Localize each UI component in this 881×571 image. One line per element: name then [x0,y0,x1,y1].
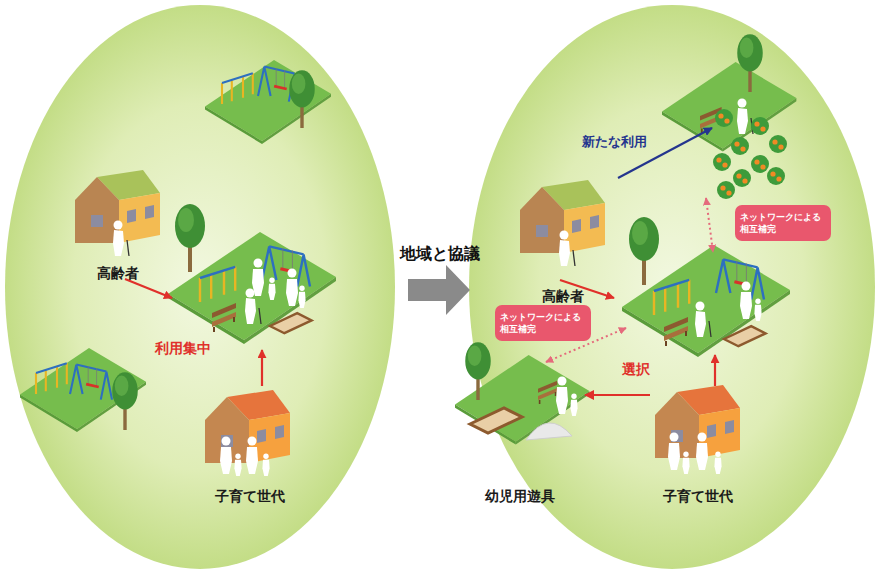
person [740,282,752,320]
swing [262,246,310,286]
sandbox [270,313,312,333]
elderly-person [113,221,129,257]
park-ground [168,232,336,344]
usage-label: 利用集中 [138,340,228,357]
flower-bed [769,135,787,153]
person [252,259,264,297]
flower-bed [767,167,785,185]
flower-bed [715,109,733,127]
node-text: 高齢者 [97,265,139,282]
monkey-bars [36,363,67,394]
child [754,299,761,322]
flower-bed [713,153,731,171]
elderly-person [245,289,261,325]
swing [716,259,764,299]
flower-bed [731,137,749,155]
new-use-label: 新たな利用 [569,134,659,150]
park [455,342,589,444]
park [662,34,796,199]
flower-bed [733,169,751,187]
node-text: 高齢者 [542,288,584,305]
person [556,377,568,415]
transition-arrow [408,265,470,315]
park [20,348,146,432]
person [246,437,258,475]
area-oval [469,5,875,569]
park-label-box: 幼児用遊具 [455,345,585,505]
bench [538,381,557,404]
child [682,452,689,475]
house-label-box: 高齢者 [70,160,165,282]
elderly-person [737,99,753,135]
child [714,452,721,475]
person [220,437,232,475]
park [205,60,331,144]
swing [70,365,112,400]
usage-arrow [261,350,263,386]
area-oval [5,5,395,569]
monkey-bars [222,73,253,104]
node-text: 子育て世代 [215,488,285,505]
node-text: ネットワークによる 相互補完 [500,311,586,335]
monkey-bars [654,280,689,315]
node-text: 子育て世代 [663,488,733,505]
transition-label: 地域と協議 [396,244,484,263]
child [234,454,241,477]
park-ground [20,348,146,432]
person [696,433,708,471]
usage-arrow [714,355,716,386]
bench [212,303,236,332]
child [298,286,305,309]
house-label-box: 子育て世代 [650,380,745,505]
tree [175,204,205,272]
elderly-person [559,231,575,267]
bench [664,317,688,346]
elderly-person [695,302,711,338]
park [168,204,336,344]
tree [629,217,659,285]
sandbox [470,408,522,433]
choice-arrow [585,394,650,396]
park-ground [622,245,790,357]
child [262,454,269,477]
node-text: 幼児用遊具 [485,488,555,505]
person [668,433,680,471]
tree [112,372,138,430]
person [286,269,298,307]
house-label-box: 高齢者 [515,170,610,305]
play-mound [526,423,572,440]
sandbox [724,326,766,346]
network-arrow [706,198,713,252]
flower-bed [717,181,735,199]
flower-bed [751,117,769,135]
house-label-box: 子育て世代 [200,380,300,505]
tree [465,342,491,400]
flower-bed [751,155,769,173]
node-text: ネットワークによる 相互補完 [740,211,826,235]
child [570,394,577,417]
tree [737,34,763,92]
tree [289,70,315,128]
edge-label: 選択 [622,361,650,379]
usage-arrow [125,279,172,298]
park-ground [205,60,331,144]
monkey-bars [200,267,235,302]
callout-box: ネットワークによる 相互補完 [495,305,591,341]
child [268,278,275,301]
callout-box: ネットワークによる 相互補完 [735,205,831,241]
